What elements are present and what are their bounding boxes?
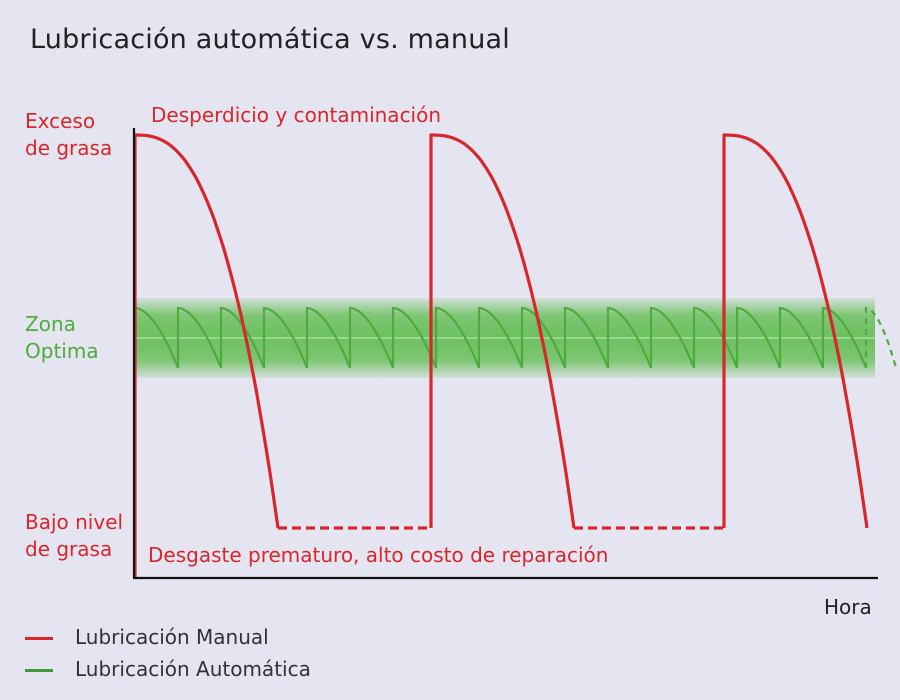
manual-lubrication-curve bbox=[133, 133, 869, 578]
x-axis-label: Hora bbox=[824, 595, 872, 619]
y-label-excess-grease: Exceso de grasa bbox=[25, 109, 113, 160]
diagram-title: Lubricación automática vs. manual bbox=[30, 24, 510, 55]
y-label-optimal-zone: Zona Optima bbox=[25, 312, 99, 363]
automatic-lubrication-curve-dashed-end bbox=[864, 306, 898, 369]
annotation-waste-contamination: Desperdicio y contaminación bbox=[151, 103, 442, 127]
y-label-low-grease: Bajo nivel de grasa bbox=[25, 510, 124, 561]
automatic-lubrication-curve bbox=[133, 306, 868, 369]
annotation-premature-wear: Desgaste prematuro, alto costo de repara… bbox=[148, 543, 609, 567]
legend-swatch-automatic bbox=[25, 669, 53, 672]
legend-label-automatic: Lubricación Automática bbox=[75, 657, 311, 681]
legend-label-manual: Lubricación Manual bbox=[75, 625, 269, 649]
legend-swatch-manual bbox=[25, 637, 53, 640]
